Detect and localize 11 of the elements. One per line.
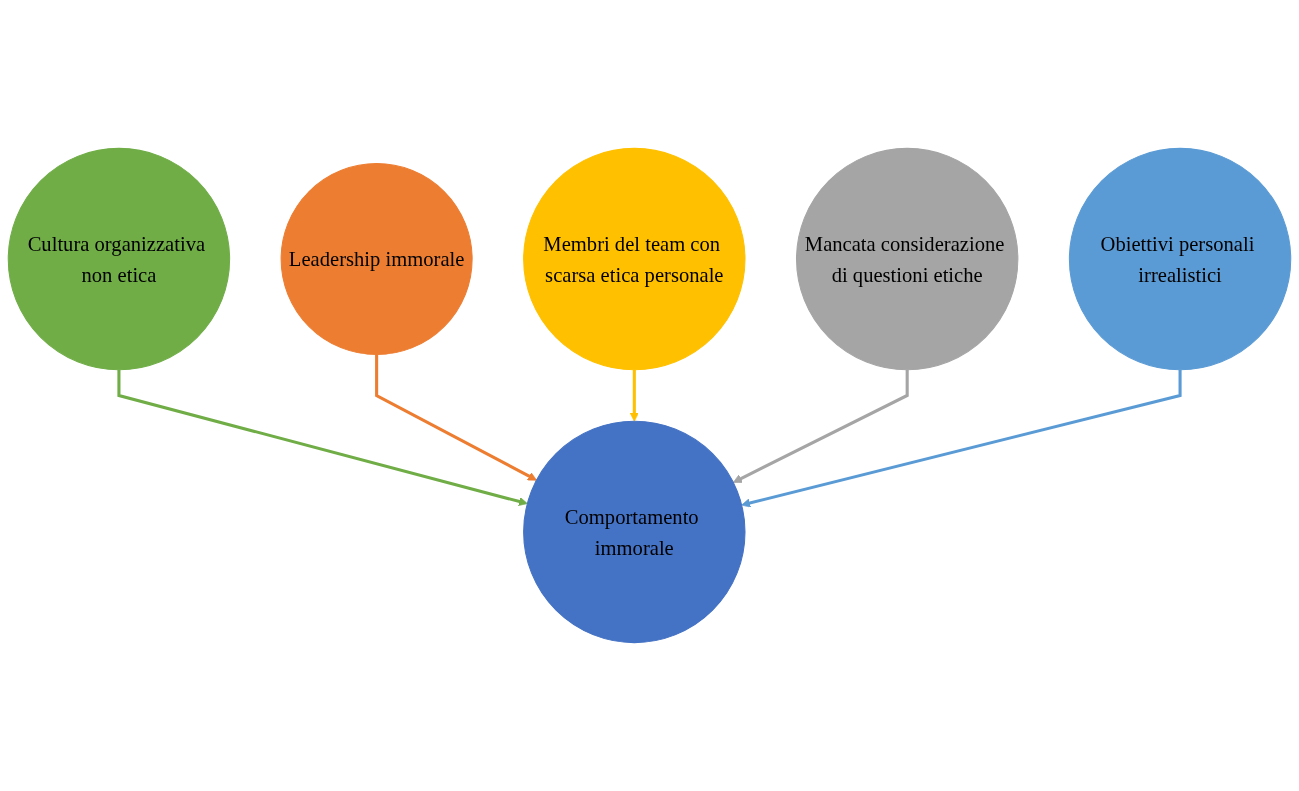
node-circle: Comportamento immorale <box>523 420 746 644</box>
node-circle: Mancata considerazione di questioni etiche <box>795 147 1019 371</box>
arrow <box>375 354 537 481</box>
arrow <box>117 369 528 506</box>
node-circle: Leadership immorale <box>280 163 473 356</box>
node-circle: Membri del team con scarsa etica personale <box>523 147 746 371</box>
arrow <box>732 369 909 483</box>
arrow <box>629 369 639 422</box>
node-circle: Obiettivi personali irrealistici <box>1068 147 1292 371</box>
node-circle: Cultura organizzativa non etica <box>7 147 231 371</box>
arrow <box>741 369 1182 508</box>
